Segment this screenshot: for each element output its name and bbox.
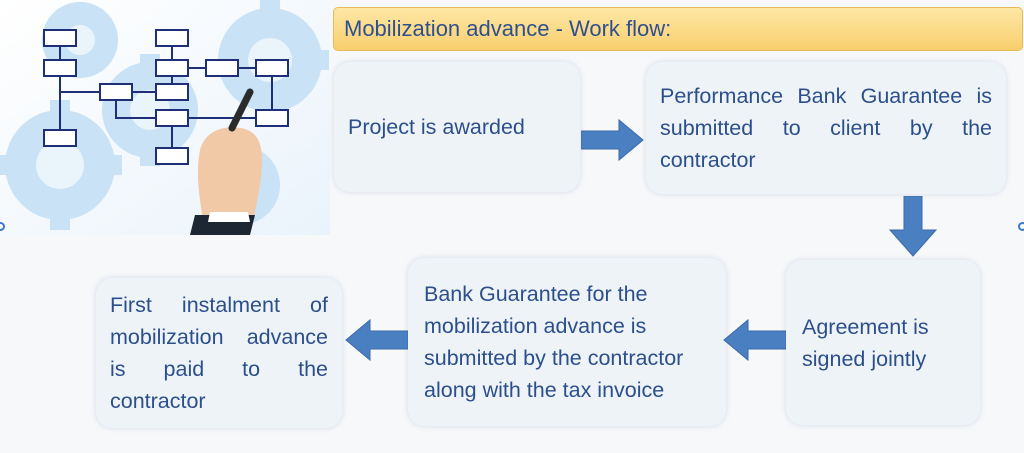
arrow-left-icon bbox=[723, 318, 786, 362]
step-agreement-signed: Agreement is signed jointly bbox=[786, 260, 980, 425]
slide-edge-marker-right bbox=[1018, 222, 1024, 231]
slide-edge-marker-left bbox=[0, 222, 5, 231]
flowchart-hand-illustration bbox=[0, 0, 330, 235]
step-project-awarded: Project is awarded bbox=[334, 62, 580, 192]
step-text: Agreement is signed jointly bbox=[802, 314, 929, 371]
step-text: Bank Guarantee for the mobilization adva… bbox=[424, 282, 684, 402]
step-performance-guarantee: Performance Bank Guarantee is submitted … bbox=[646, 62, 1006, 194]
step-text: Project is awarded bbox=[348, 115, 525, 139]
step-bank-guarantee: Bank Guarantee for the mobilization adva… bbox=[408, 258, 726, 426]
step-text: Performance Bank Guarantee is submitted … bbox=[660, 84, 992, 172]
page-title: Mobilization advance - Work flow: bbox=[333, 7, 1023, 51]
step-text: First instalment of mobilization advance… bbox=[110, 293, 328, 413]
step-first-instalment: First instalment of mobilization advance… bbox=[96, 278, 342, 428]
arrow-left-icon bbox=[345, 318, 408, 362]
arrow-down-icon bbox=[888, 196, 938, 257]
hand-icon bbox=[190, 88, 262, 235]
arrow-right-icon bbox=[581, 118, 644, 162]
